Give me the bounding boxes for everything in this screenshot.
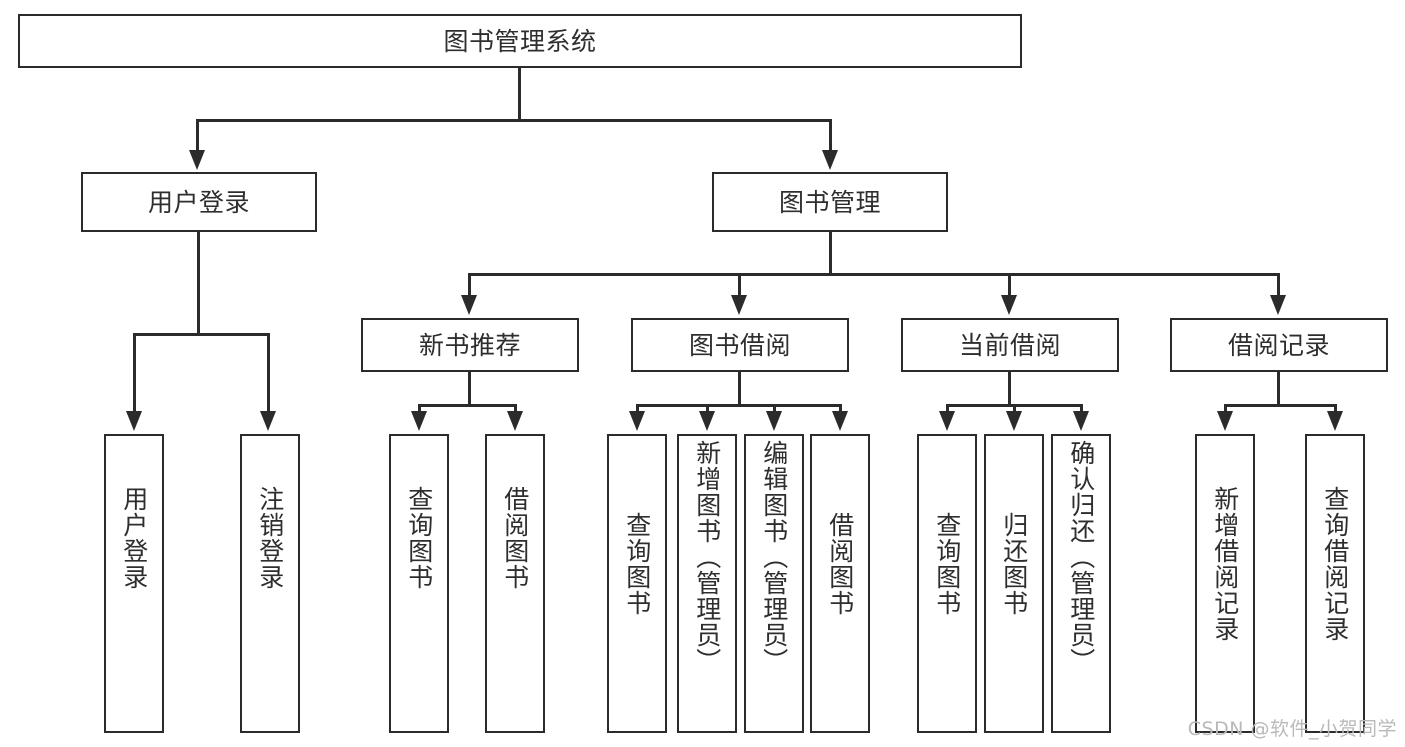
leaf-logout-login[interactable]: 注销登录 bbox=[240, 434, 300, 733]
node-borrow-record[interactable]: 借阅记录 bbox=[1170, 318, 1388, 372]
node-new-book-recommend[interactable]: 新书推荐 bbox=[361, 318, 579, 372]
arrow-cb-child-2 bbox=[1006, 411, 1022, 431]
leaf-borrow-book-1[interactable]: 借阅图书 bbox=[485, 434, 545, 733]
connector-br-stem bbox=[1277, 372, 1280, 406]
node-book-borrow-label: 图书借阅 bbox=[688, 330, 791, 360]
connector-br-child-1 bbox=[1224, 404, 1227, 413]
node-book-borrow[interactable]: 图书借阅 bbox=[631, 318, 849, 372]
leaf-user-login-label: 用户登录 bbox=[119, 486, 149, 590]
node-book-management[interactable]: 图书管理 bbox=[712, 172, 948, 232]
leaf-query-book-3-label: 查询图书 bbox=[932, 512, 962, 616]
leaf-return-book[interactable]: 归还图书 bbox=[984, 434, 1044, 733]
connector-bm-to-book-borrow bbox=[738, 273, 741, 297]
connector-cb-child-3 bbox=[1080, 404, 1083, 413]
leaf-query-record-label: 查询借阅记录 bbox=[1320, 486, 1350, 642]
connector-nbr-child-1 bbox=[418, 404, 421, 413]
connector-bb-child-1 bbox=[636, 404, 639, 413]
leaf-confirm-return-label: 确认归还（管理员） bbox=[1066, 440, 1096, 674]
leaf-borrow-book-2-label: 借阅图书 bbox=[825, 512, 855, 616]
connector-root-bus bbox=[196, 119, 832, 122]
arrow-bm-to-new-book bbox=[461, 295, 477, 315]
connector-user-login-child-1 bbox=[133, 333, 136, 413]
connector-bb-child-3 bbox=[773, 404, 776, 413]
leaf-add-record-label: 新增借阅记录 bbox=[1210, 486, 1240, 642]
node-book-management-label: 图书管理 bbox=[778, 187, 881, 217]
arrow-root-to-book-management bbox=[822, 150, 838, 170]
arrow-bb-child-3 bbox=[766, 411, 782, 431]
leaf-return-book-label: 归还图书 bbox=[999, 512, 1029, 616]
node-current-borrow-label: 当前借阅 bbox=[958, 330, 1061, 360]
arrow-bm-to-current-borrow bbox=[1001, 295, 1017, 315]
node-current-borrow[interactable]: 当前借阅 bbox=[901, 318, 1119, 372]
arrow-bb-child-4 bbox=[832, 411, 848, 431]
arrow-bm-to-borrow-record bbox=[1270, 295, 1286, 315]
connector-br-bus bbox=[1224, 404, 1337, 407]
arrow-cb-child-3 bbox=[1073, 411, 1089, 431]
arrow-nbr-child-2 bbox=[507, 411, 523, 431]
connector-bm-to-new-book bbox=[468, 273, 471, 297]
arrow-bb-child-1 bbox=[629, 411, 645, 431]
leaf-edit-book[interactable]: 编辑图书（管理员） bbox=[744, 434, 804, 733]
connector-root-to-user-login bbox=[196, 119, 199, 152]
connector-nbr-child-2 bbox=[514, 404, 517, 413]
arrow-br-child-2 bbox=[1327, 411, 1343, 431]
connector-user-login-stem bbox=[197, 232, 200, 335]
leaf-edit-book-label: 编辑图书（管理员） bbox=[759, 440, 789, 674]
leaf-query-book-3[interactable]: 查询图书 bbox=[917, 434, 977, 733]
leaf-query-record[interactable]: 查询借阅记录 bbox=[1305, 434, 1365, 733]
node-user-login[interactable]: 用户登录 bbox=[81, 172, 317, 232]
leaf-add-record[interactable]: 新增借阅记录 bbox=[1195, 434, 1255, 733]
arrow-root-to-user-login bbox=[189, 150, 205, 170]
connector-br-child-2 bbox=[1334, 404, 1337, 413]
node-root[interactable]: 图书管理系统 bbox=[18, 14, 1022, 68]
connector-bb-stem bbox=[738, 372, 741, 406]
connector-user-login-bus bbox=[133, 333, 270, 336]
arrow-user-login-child-2 bbox=[260, 411, 276, 431]
arrow-cb-child-1 bbox=[939, 411, 955, 431]
connector-bm-to-current-borrow bbox=[1008, 273, 1011, 297]
connector-cb-child-2 bbox=[1013, 404, 1016, 413]
leaf-add-book[interactable]: 新增图书（管理员） bbox=[677, 434, 737, 733]
connector-cb-stem bbox=[1008, 372, 1011, 406]
arrow-br-child-1 bbox=[1217, 411, 1233, 431]
connector-book-management-stem bbox=[829, 232, 832, 275]
node-borrow-record-label: 借阅记录 bbox=[1227, 330, 1330, 360]
leaf-query-book-2-label: 查询图书 bbox=[622, 512, 652, 616]
connector-root-to-book-management bbox=[829, 119, 832, 152]
leaf-user-login[interactable]: 用户登录 bbox=[104, 434, 164, 733]
connector-bb-child-2 bbox=[706, 404, 709, 413]
arrow-bb-child-2 bbox=[699, 411, 715, 431]
leaf-logout-login-label: 注销登录 bbox=[255, 486, 285, 590]
node-root-label: 图书管理系统 bbox=[443, 26, 597, 56]
connector-nbr-stem bbox=[468, 372, 471, 406]
leaf-add-book-label: 新增图书（管理员） bbox=[692, 440, 722, 674]
connector-book-management-bus bbox=[468, 273, 1280, 276]
arrow-bm-to-book-borrow bbox=[731, 295, 747, 315]
connector-nbr-bus bbox=[418, 404, 517, 407]
leaf-borrow-book-2[interactable]: 借阅图书 bbox=[810, 434, 870, 733]
leaf-query-book-1[interactable]: 查询图书 bbox=[389, 434, 449, 733]
csdn-watermark: CSDN @软件_小贺同学 bbox=[1187, 718, 1397, 740]
node-new-book-recommend-label: 新书推荐 bbox=[418, 330, 521, 360]
leaf-borrow-book-1-label: 借阅图书 bbox=[500, 486, 530, 590]
leaf-confirm-return[interactable]: 确认归还（管理员） bbox=[1051, 434, 1111, 733]
arrow-user-login-child-1 bbox=[126, 411, 142, 431]
leaf-query-book-1-label: 查询图书 bbox=[404, 486, 434, 590]
node-user-login-label: 用户登录 bbox=[147, 187, 250, 217]
connector-bb-bus bbox=[636, 404, 842, 407]
arrow-nbr-child-1 bbox=[411, 411, 427, 431]
connector-root-stem bbox=[518, 68, 521, 121]
leaf-query-book-2[interactable]: 查询图书 bbox=[607, 434, 667, 733]
connector-bm-to-borrow-record bbox=[1277, 273, 1280, 297]
connector-bb-child-4 bbox=[839, 404, 842, 413]
connector-user-login-child-2 bbox=[267, 333, 270, 413]
connector-cb-child-1 bbox=[946, 404, 949, 413]
